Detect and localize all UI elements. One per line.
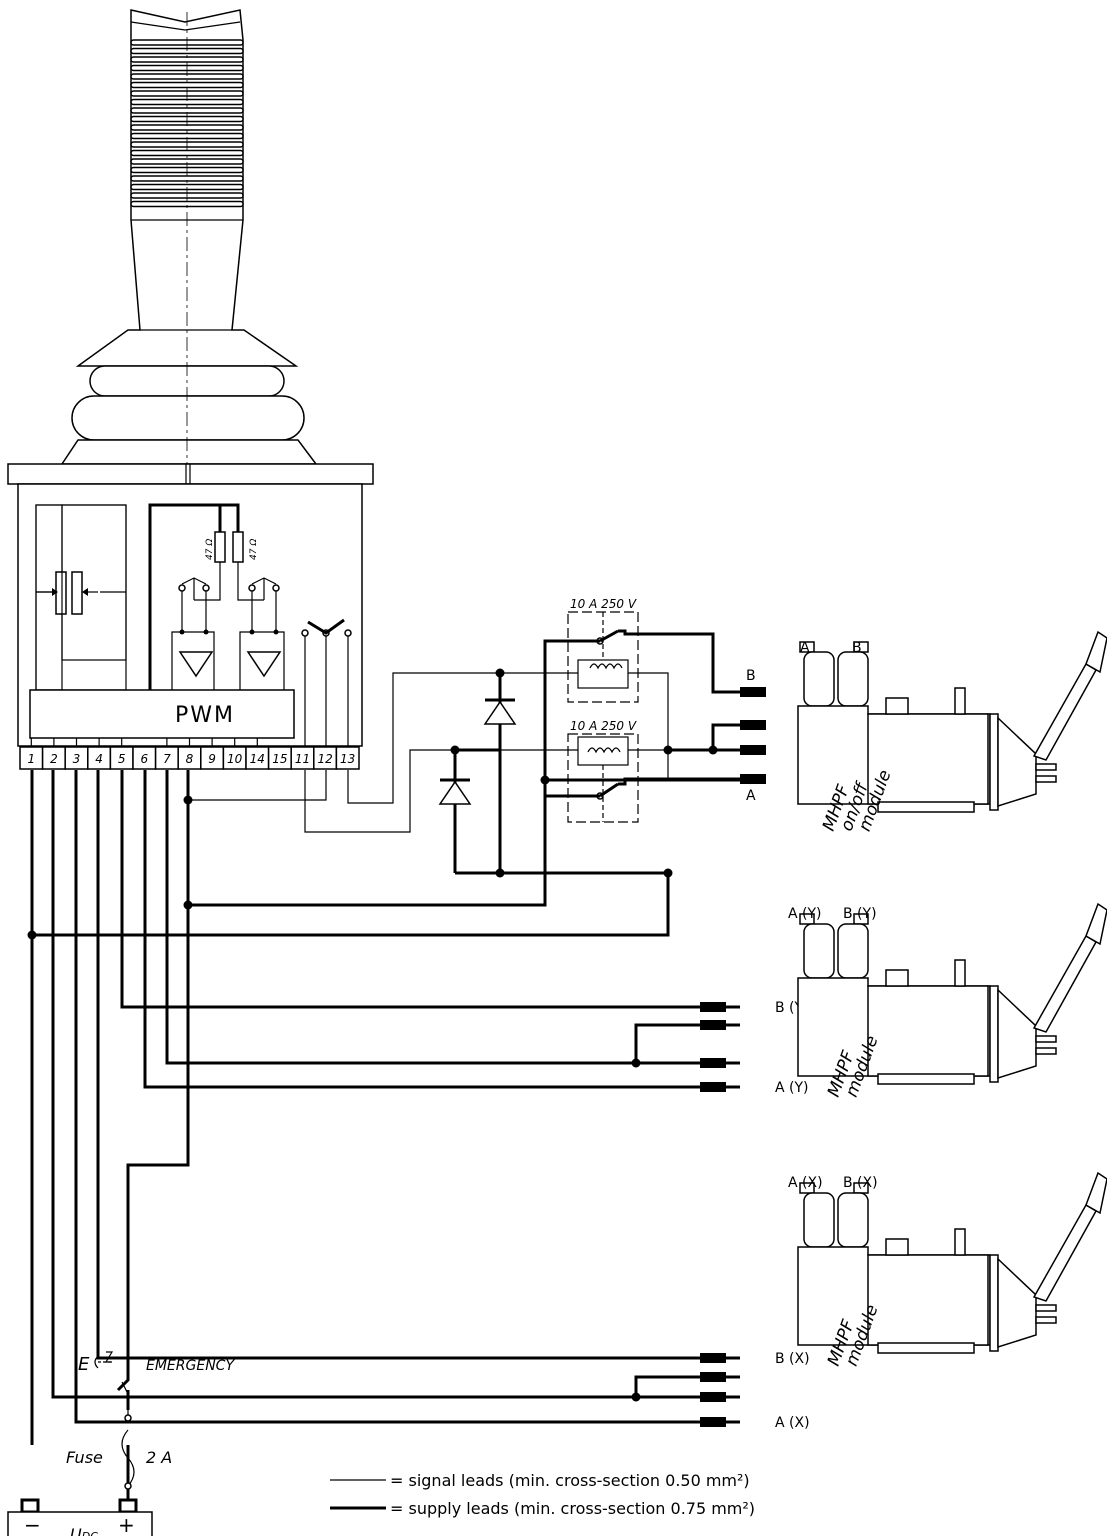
junction-dot bbox=[540, 775, 550, 785]
terminal-label: 3 bbox=[73, 752, 81, 766]
terminal-label: 4 bbox=[95, 752, 103, 766]
module-2-top-b: B (Y) bbox=[843, 906, 877, 922]
legend: = signal leads (min. cross-section 0.50 … bbox=[330, 1471, 755, 1518]
valve-module-body bbox=[797, 1171, 1107, 1354]
connector-plug bbox=[700, 1417, 726, 1427]
connectors bbox=[700, 687, 766, 1427]
junction-dot bbox=[663, 745, 673, 755]
fuse: Fuse 2 A bbox=[66, 1448, 172, 1467]
battery-sub: DC bbox=[82, 1530, 98, 1536]
svg-text:MHPF on/off module: MHPF on/off module bbox=[819, 756, 896, 846]
emergency-switch: E EMERGENCY bbox=[78, 1351, 235, 1490]
fuse-rating: 2 A bbox=[146, 1448, 172, 1467]
module-3-top-a: A (X) bbox=[788, 1175, 823, 1191]
module-1-top-a: A bbox=[800, 640, 810, 656]
grip-ring bbox=[130, 149, 244, 157]
emergency-label: EMERGENCY bbox=[146, 1358, 235, 1374]
connector-plug bbox=[700, 1353, 726, 1363]
relay1-rating: 10 A 250 V bbox=[570, 597, 637, 611]
battery-minus: − bbox=[24, 1513, 41, 1536]
junction-dots bbox=[27, 668, 718, 1402]
junction-dot bbox=[631, 1058, 641, 1068]
relays: 10 A 250 V 10 A 250 V bbox=[567, 597, 639, 823]
module-2-top-a: A (Y) bbox=[788, 906, 822, 922]
legend-signal: = signal leads (min. cross-section 0.50 … bbox=[390, 1471, 750, 1490]
connector-plug bbox=[700, 1372, 726, 1382]
valve-module-body bbox=[797, 630, 1107, 813]
terminal-label: 12 bbox=[317, 752, 332, 766]
terminal-label: 8 bbox=[186, 752, 194, 766]
controller-housing bbox=[7, 463, 374, 747]
amplifier-group-left bbox=[171, 577, 221, 690]
connector-plug bbox=[700, 1058, 726, 1068]
terminal-label: 14 bbox=[250, 752, 265, 766]
terminal-label: 9 bbox=[208, 752, 216, 766]
connector-label-1a: A bbox=[746, 788, 756, 804]
selector-switch bbox=[301, 618, 352, 746]
legend-supply: = supply leads (min. cross-section 0.75 … bbox=[390, 1499, 755, 1518]
valve-modules bbox=[797, 630, 1107, 1354]
resistors: 47 Ω 47 Ω bbox=[148, 503, 259, 690]
connector-plug bbox=[700, 1392, 726, 1402]
valve-module-body bbox=[797, 902, 1107, 1085]
resistor-label-2: 47 Ω bbox=[249, 539, 259, 560]
connector-plug bbox=[700, 1082, 726, 1092]
connector-label-2a: A (Y) bbox=[775, 1080, 809, 1096]
module-1-texts: A B MHPF on/off module bbox=[800, 640, 896, 846]
supply-leads bbox=[30, 629, 740, 1500]
junction-dot bbox=[183, 900, 193, 910]
battery-label: U bbox=[70, 1525, 82, 1536]
terminal-cell bbox=[335, 746, 360, 770]
connector-label-1b: B bbox=[746, 668, 756, 684]
connector-plug bbox=[740, 745, 766, 755]
connector-plug bbox=[700, 1002, 726, 1012]
terminal-label: 15 bbox=[272, 752, 287, 766]
connector-label-3b: B (X) bbox=[775, 1351, 810, 1367]
resistor-label-1: 47 Ω bbox=[205, 539, 215, 560]
terminal-label: 2 bbox=[50, 752, 58, 766]
diodes bbox=[438, 673, 517, 873]
amplifier-group-right bbox=[237, 577, 285, 690]
connector-plug bbox=[740, 687, 766, 697]
connector-label-3a: A (X) bbox=[775, 1415, 810, 1431]
junction-dot bbox=[663, 868, 673, 878]
grip-ring bbox=[130, 81, 244, 89]
junction-dot bbox=[450, 745, 460, 755]
junction-dot bbox=[495, 668, 505, 678]
module-1-top-b: B bbox=[852, 640, 862, 656]
terminal-label: 1 bbox=[27, 752, 35, 766]
module-3-top-b: B (X) bbox=[843, 1175, 878, 1191]
battery: − + UDC bbox=[7, 1498, 153, 1536]
emergency-e-label: E bbox=[78, 1354, 90, 1375]
battery-plus: + bbox=[118, 1513, 135, 1536]
connector-plug bbox=[740, 720, 766, 730]
connector-plug bbox=[700, 1020, 726, 1030]
terminal-label: 13 bbox=[340, 752, 355, 766]
relay2-rating: 10 A 250 V bbox=[570, 719, 637, 733]
pwm-module: PWM bbox=[29, 689, 295, 739]
terminal-label: 10 bbox=[227, 752, 243, 766]
terminal-label: 6 bbox=[140, 752, 148, 766]
terminal-label: 11 bbox=[295, 752, 310, 766]
terminal-label: 5 bbox=[118, 752, 126, 766]
junction-dot bbox=[708, 745, 718, 755]
terminal-label: 7 bbox=[163, 752, 171, 766]
joystick-handle bbox=[60, 9, 318, 470]
fuse-label: Fuse bbox=[66, 1448, 103, 1467]
junction-dot bbox=[631, 1392, 641, 1402]
svg-text:UDC: UDC bbox=[70, 1525, 98, 1536]
junction-dot bbox=[183, 795, 193, 805]
pwm-label: PWM bbox=[175, 703, 235, 728]
junction-dot bbox=[27, 930, 37, 940]
pwm-output-stubs bbox=[30, 738, 258, 747]
junction-dot bbox=[495, 868, 505, 878]
connector-plug bbox=[740, 774, 766, 784]
